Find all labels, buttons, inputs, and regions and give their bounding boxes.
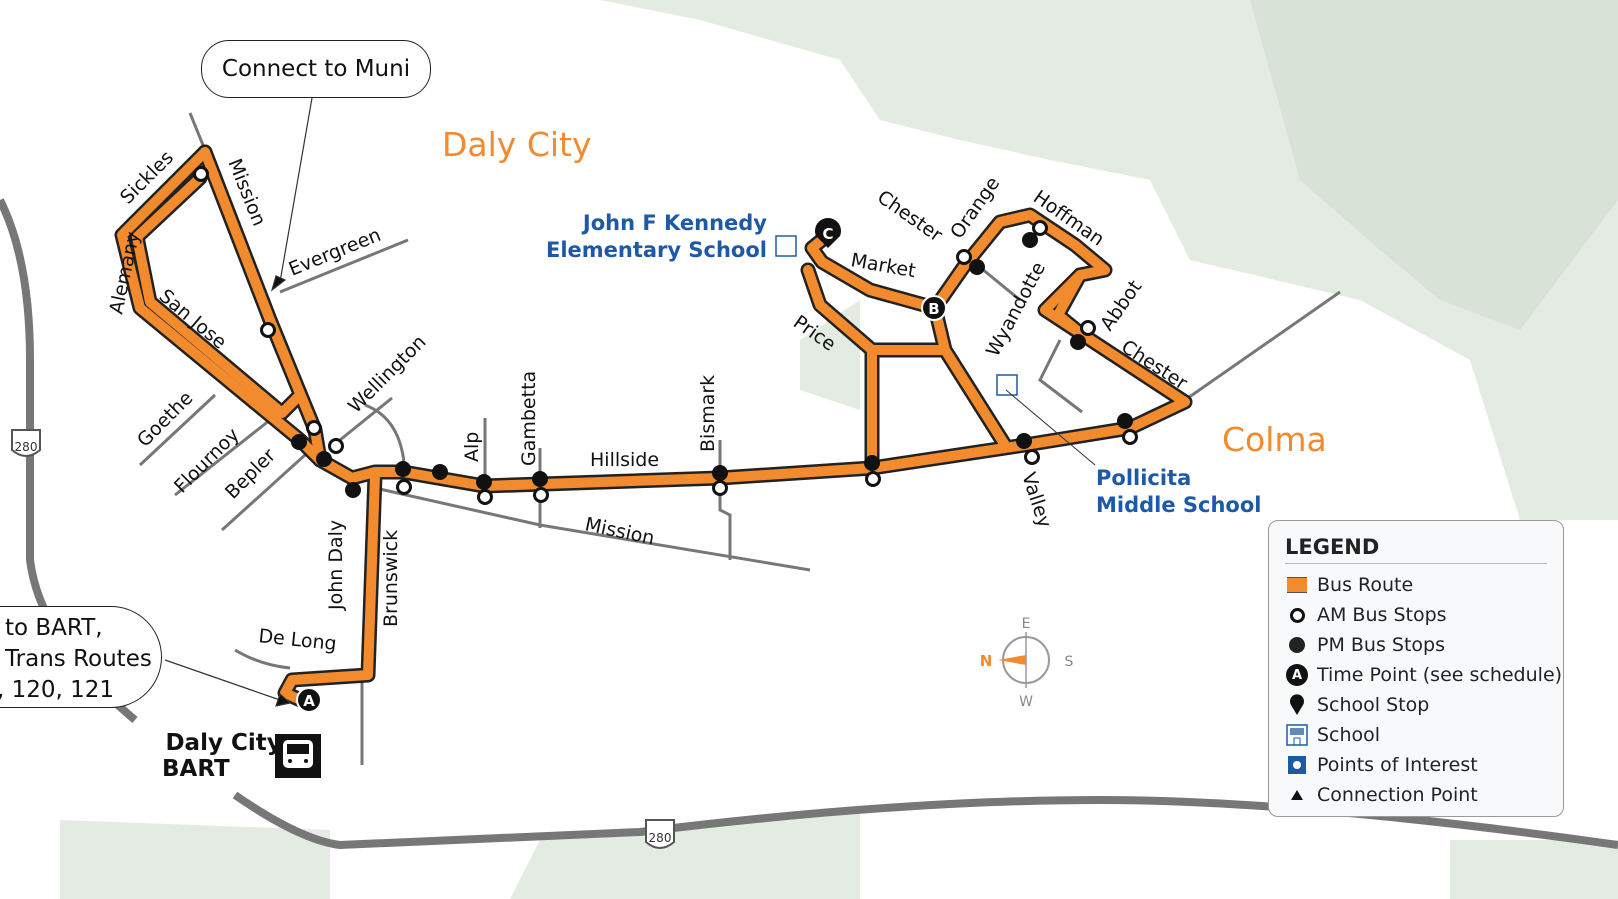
school-label-jfk-2: Elementary School (546, 238, 767, 262)
svg-text:John Daly: John Daly (325, 520, 347, 611)
legend: LEGEND Bus Route AM Bus Stops PM Bus Sto… (1268, 520, 1564, 817)
legend-item: Connection Point (1285, 780, 1563, 810)
bart-label-line2: BART (162, 756, 230, 782)
school-icon (775, 235, 1018, 396)
legend-label: School (1317, 724, 1381, 746)
time-point-c-school-stop[interactable]: C (815, 217, 841, 248)
svg-text:Brunswick: Brunswick (380, 530, 402, 627)
legend-item: AM Bus Stops (1285, 600, 1563, 630)
pm-stop-icon (1285, 634, 1309, 656)
time-point-b[interactable]: B (921, 295, 947, 321)
school-label-pollicita: Pollicita (1096, 466, 1191, 490)
svg-text:Hillside: Hillside (590, 449, 659, 471)
legend-label: AM Bus Stops (1317, 604, 1447, 626)
svg-text:Gambetta: Gambetta (518, 371, 540, 466)
legend-item: Bus Route (1285, 570, 1563, 600)
svg-text:Wellington: Wellington (344, 331, 431, 418)
bart-station-label: Daly City BART (162, 730, 282, 782)
legend-label: PM Bus Stops (1317, 634, 1445, 656)
school-label-jfk: John F Kennedy (581, 211, 767, 235)
legend-label: School Stop (1317, 694, 1430, 716)
svg-text:Evergreen: Evergreen (286, 224, 384, 281)
callout-text: , 120, 121 (0, 677, 115, 703)
park-areas (60, 0, 1618, 899)
callout-text: Trans Routes (5, 646, 152, 672)
time-point-icon: A (1285, 664, 1309, 686)
svg-text:Bismark: Bismark (697, 375, 719, 452)
legend-item: Points of Interest (1285, 750, 1563, 780)
legend-item: A Time Point (see schedule) (1285, 660, 1563, 690)
svg-text:E: E (1022, 616, 1031, 632)
svg-text:Valley: Valley (1017, 470, 1055, 531)
svg-text:280: 280 (649, 831, 672, 845)
legend-item: PM Bus Stops (1285, 630, 1563, 660)
city-label-colma: Colma (1222, 420, 1327, 459)
school-icon (1285, 724, 1309, 746)
svg-text:Alp: Alp (461, 432, 483, 462)
svg-text:B: B (928, 300, 939, 318)
svg-text:N: N (980, 652, 993, 670)
am-stop-icon (1285, 604, 1309, 626)
legend-item: School Stop (1285, 690, 1563, 720)
svg-text:280: 280 (15, 440, 38, 454)
pollicita-leader-line (1005, 389, 1096, 466)
highway-shield-280: 280 280 (11, 429, 675, 849)
legend-label: Connection Point (1317, 784, 1478, 806)
city-label-daly-city: Daly City (442, 125, 592, 164)
svg-text:De Long: De Long (257, 625, 337, 655)
bart-label-line1: Daly City (165, 730, 282, 756)
legend-label: Bus Route (1317, 574, 1414, 596)
legend-label: Points of Interest (1317, 754, 1478, 776)
connect-to-bart-callout: to BART, Trans Routes , 120, 121 (0, 606, 162, 708)
school-stop-icon (1285, 694, 1309, 716)
svg-text:A: A (303, 692, 315, 710)
bus-route (114, 144, 1193, 710)
svg-text:Chester: Chester (873, 186, 946, 246)
svg-text:W: W (1019, 694, 1033, 710)
connection-arrows (164, 97, 313, 707)
svg-text:Mission: Mission (583, 513, 656, 549)
connection-point-icon (1285, 784, 1309, 806)
svg-text:S: S (1065, 654, 1074, 670)
legend-title: LEGEND (1285, 535, 1547, 564)
svg-text:Abbot: Abbot (1096, 276, 1146, 335)
callout-text: Connect to Muni (221, 55, 411, 82)
legend-item: School (1285, 720, 1563, 750)
svg-text:C: C (822, 225, 833, 243)
legend-label: Time Point (see schedule) (1317, 664, 1563, 686)
time-point-a[interactable]: A (296, 687, 322, 713)
connect-to-muni-callout: Connect to Muni (201, 40, 431, 98)
compass-icon: N E S W (980, 616, 1074, 710)
bus-route-swatch (1285, 574, 1309, 596)
poi-icon (1285, 754, 1309, 776)
am-bus-stops (193, 166, 1138, 505)
bart-station-icon[interactable] (275, 734, 321, 778)
school-label-pollicita-2: Middle School (1096, 493, 1262, 517)
pm-bus-stops (291, 232, 1133, 498)
callout-text: to BART, (5, 615, 103, 641)
